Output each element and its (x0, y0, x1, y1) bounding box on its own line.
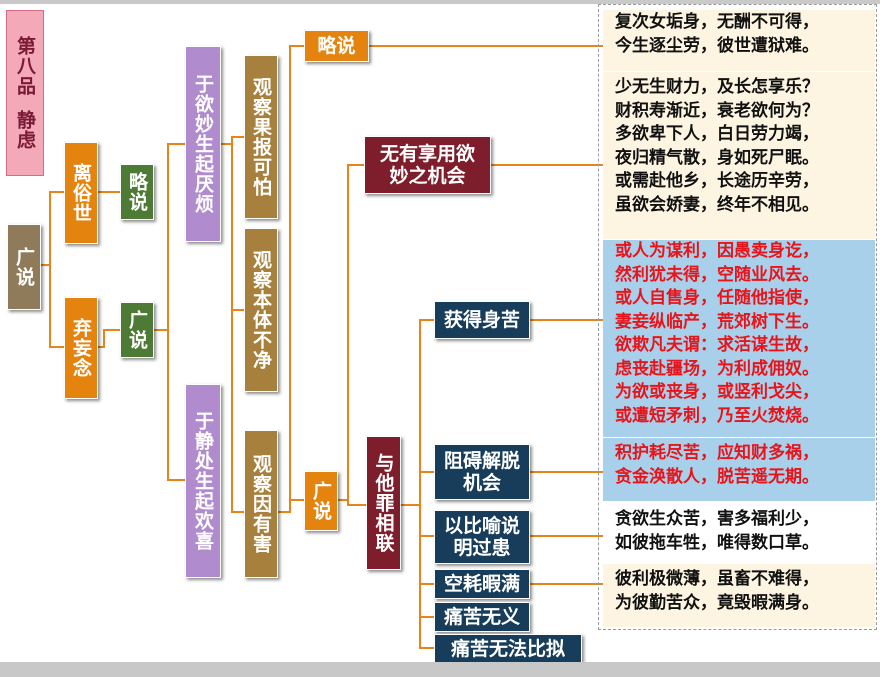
node-wu-you-xiang-yong-label: 无有享用欲妙之机会 (379, 143, 475, 187)
verse-line: 或遭短矛刺，乃至火焚烧。 (615, 405, 819, 426)
verse-line: 或人为谋利，因愚卖身讫， (615, 241, 819, 261)
node-lue-shuo-1: 略说 (120, 164, 154, 220)
verse-line: 贪金涣散人，脱苦遥无期。 (615, 466, 819, 487)
node-huo-de-shen-ku: 获得身苦 (434, 301, 530, 339)
verse-block-4: 积护耗尽苦，应知财多祸， 贪金涣散人，脱苦遥无期。 (603, 438, 875, 502)
node-zu-ai-jie-tuo-label: 阻碍解脱机会 (443, 450, 520, 494)
node-yi-bi-yu-label: 以比喻说明过患 (443, 515, 520, 559)
node-guang-shuo-3: 广说 (304, 471, 338, 531)
node-guan-guo-bao: 观察果报可怕 (244, 55, 278, 219)
node-tong-ku-wu-fa: 痛苦无法比拟 (434, 634, 582, 664)
verse-line: 欲欺凡夫谓：求活谋生故， (615, 335, 819, 355)
node-yi-bi-yu: 以比喻说明过患 (434, 510, 530, 564)
node-li-su-shi: 离俗世 (64, 142, 98, 244)
connector-root (41, 191, 64, 348)
node-wu-you-xiang-yong: 无有享用欲妙之机会 (364, 136, 491, 194)
verse-line: 然利犹未得，空随业风去。 (615, 264, 819, 285)
verse-line: 彼利极微薄，虽畜不难得， (615, 569, 819, 589)
node-yu-jing-chu: 于静处生起欢喜 (185, 384, 221, 578)
verse-line: 积护耗尽苦，应知财多祸， (615, 443, 819, 463)
verse-line: 为彼勤苦众，竟毁暇满身。 (615, 592, 819, 613)
node-guang-shuo-2: 广说 (120, 302, 154, 358)
node-tong-ku-wu-yi: 痛苦无义 (434, 602, 530, 632)
chapter-title: 第八品 静虑 (6, 10, 44, 176)
connector-items-verses (530, 319, 603, 585)
connector-yuta (401, 319, 434, 649)
connector-guangshuo (154, 143, 185, 481)
node-guan-yin-you: 观察因有害 (244, 430, 278, 578)
top-frame-bar (0, 0, 880, 4)
verse-line: 或人自售身，任随他指使， (615, 288, 819, 308)
chapter-title-name: 静虑 (14, 110, 36, 150)
node-lue-shuo-3: 略说 (304, 30, 369, 62)
verse-line: 今生逐尘劳，彼世遭狱难。 (615, 35, 819, 56)
connector-yuyu (221, 136, 244, 513)
verse-line: 财积寿渐近，衰老欲何为？ (615, 100, 819, 121)
verse-line: 虑丧赴疆场，为利成佣奴。 (615, 358, 819, 379)
node-yu-ta-zui-xiang-lian: 与他罪相联 (366, 436, 401, 570)
node-zu-ai-jie-tuo: 阻碍解脱机会 (434, 444, 530, 500)
verse-line: 多欲卑下人，白日劳力竭， (615, 124, 819, 144)
verse-line: 如彼拖车牲，唯得数口草。 (615, 532, 819, 553)
verse-line: 少无生财力，及长怎享乐？ (615, 77, 819, 97)
verse-line: 或需赴他乡，长途历辛劳， (615, 171, 819, 191)
connector-guangshuo3 (338, 164, 366, 506)
verse-line: 妻妾纵临产，荒郊树下生。 (615, 311, 819, 332)
verse-line: 虽欲会娇妻，终年不相见。 (615, 194, 819, 215)
node-qi-wang-nian: 弃妄念 (64, 297, 98, 399)
node-guan-ben-ti: 观察本体不净 (244, 228, 278, 392)
verse-block-6: 彼利极微薄，虽畜不难得， 为彼勤苦众，竟毁暇满身。 (603, 564, 875, 628)
verse-block-5: 贪欲生众苦，害多福利少， 如彼拖车牲，唯得数口草。 (603, 502, 875, 564)
verse-line: 复次女垢身，无酬不可得， (615, 12, 819, 32)
connector-guanyin (278, 45, 304, 513)
verse-line: 为欲或丧身，或竖利戈尖， (615, 382, 819, 402)
bottom-frame-bar (0, 662, 880, 677)
chapter-title-number: 第八品 (14, 36, 36, 96)
verse-block-2: 少无生财力，及长怎享乐？ 财积寿渐近，衰老欲何为？ 多欲卑下人，白日劳力竭， 夜… (603, 72, 875, 240)
verse-block-3: 或人为谋利，因愚卖身讫， 然利犹未得，空随业风去。 或人自售身，任随他指使， 妻… (603, 240, 875, 438)
connector-level2 (98, 191, 120, 348)
node-kong-hao-xia-man: 空耗暇满 (434, 569, 530, 599)
verse-line: 贪欲生众苦，害多福利少， (615, 509, 819, 529)
node-yu-yu-miao: 于欲妙生起厌烦 (185, 46, 221, 242)
verse-block-1: 复次女垢身，无酬不可得， 今生逐尘劳，彼世遭狱难。 (603, 10, 875, 72)
node-guang-shuo-root: 广说 (7, 224, 41, 310)
verse-line: 夜归精气散，身如死尸眠。 (615, 147, 819, 168)
